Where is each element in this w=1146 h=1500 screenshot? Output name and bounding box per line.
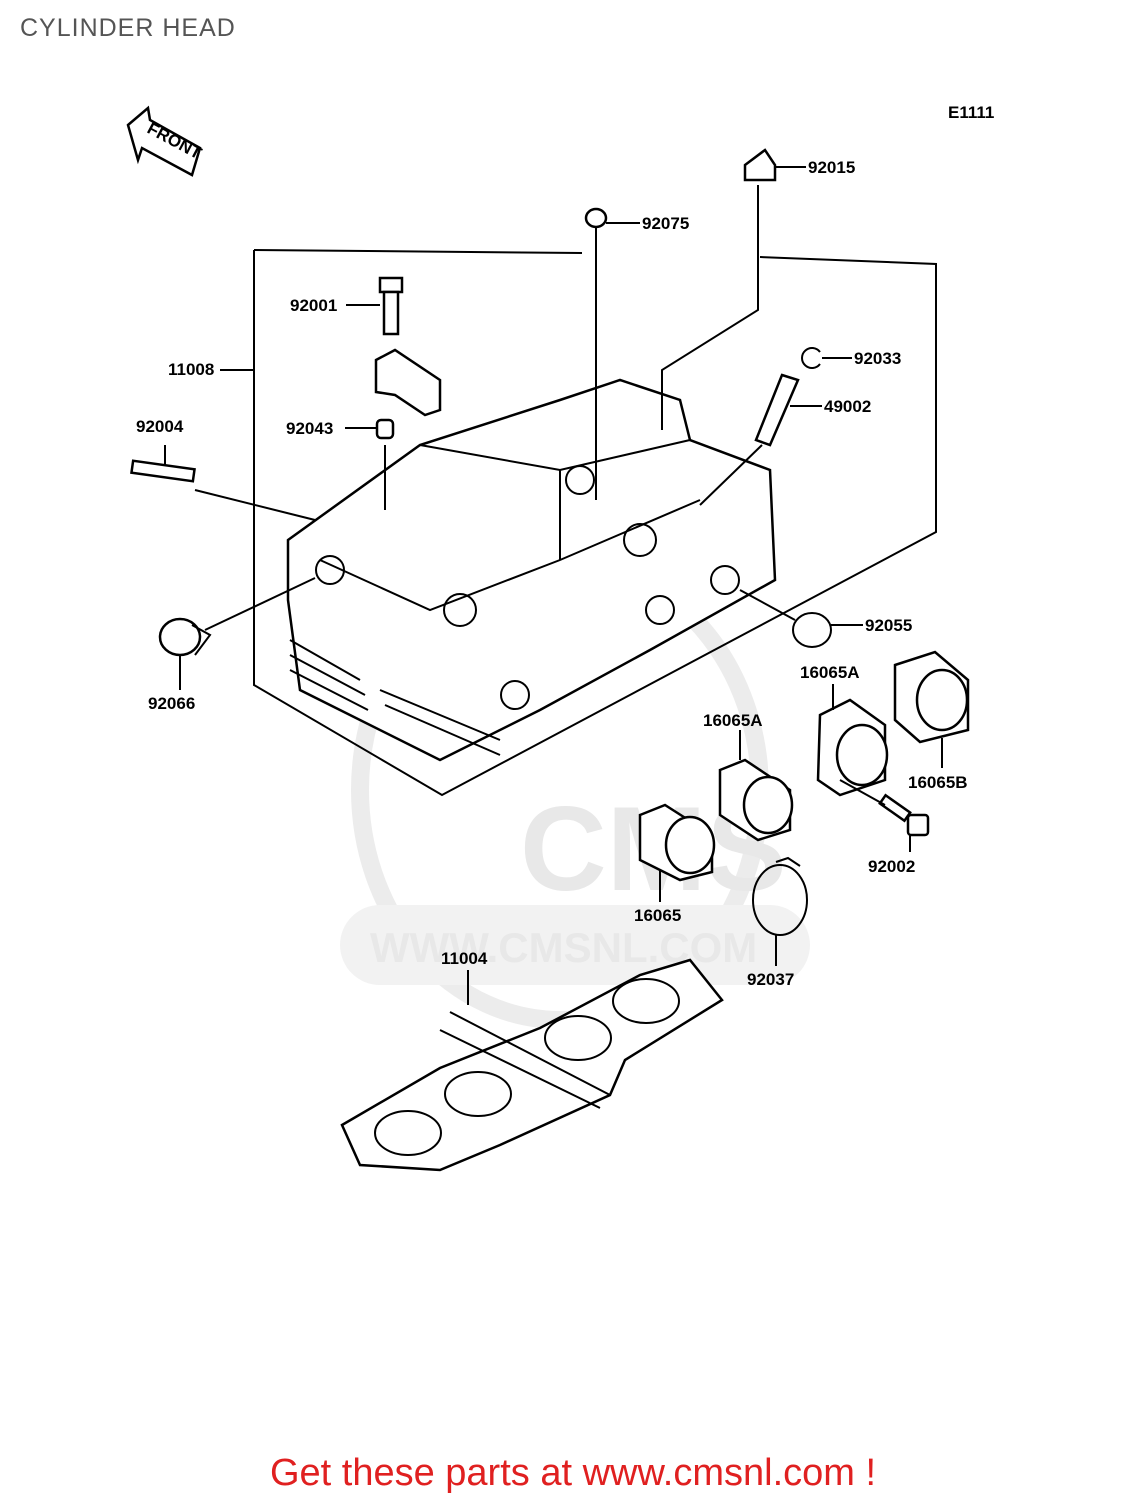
diagram-code: E1111 xyxy=(948,103,994,122)
page-title: CYLINDER HEAD xyxy=(20,14,236,42)
part-49002-guide xyxy=(699,373,822,506)
part-92033-clip xyxy=(801,347,852,369)
part-label-11008: 11008 xyxy=(168,360,214,379)
part-92055-oring xyxy=(739,589,863,648)
part-16065A-holder-2 xyxy=(718,730,794,842)
part-92004-stud xyxy=(130,445,316,521)
part-label-16065A-2: 16065A xyxy=(703,711,763,730)
part-label-92055: 92055 xyxy=(865,616,912,635)
assembly-bracket xyxy=(253,249,937,797)
front-arrow-icon: FRONT xyxy=(126,105,205,177)
part-92002-screw xyxy=(839,779,930,852)
part-label-92033: 92033 xyxy=(854,349,901,368)
part-label-92037: 92037 xyxy=(747,970,794,989)
part-label-92043: 92043 xyxy=(286,419,333,438)
cylinder-head-body xyxy=(286,378,777,762)
footer-link[interactable]: Get these parts at www.cmsnl.com ! xyxy=(269,1452,877,1494)
cylinder-head-diagram: CMS WWW.CMSNL.COM E1111 FRONT 92015 9 xyxy=(126,103,994,1172)
part-label-16065: 16065 xyxy=(634,906,681,925)
part-11004-head-gasket xyxy=(340,958,724,1172)
part-cam-cap xyxy=(374,348,442,417)
part-16065-holder xyxy=(638,803,716,902)
part-16065A-holder-1 xyxy=(816,684,889,797)
part-label-92001: 92001 xyxy=(290,296,337,315)
part-92001-bolt xyxy=(346,276,404,336)
part-label-92075: 92075 xyxy=(642,214,689,233)
part-label-92002: 92002 xyxy=(868,857,915,876)
part-label-92015: 92015 xyxy=(808,158,855,177)
part-92015-cap-nut xyxy=(661,148,806,430)
part-label-92066: 92066 xyxy=(148,694,195,713)
part-label-92004: 92004 xyxy=(136,417,184,436)
part-92043-dowel xyxy=(345,418,395,510)
part-16065B-holder xyxy=(893,650,970,768)
part-label-49002: 49002 xyxy=(824,397,871,416)
part-92066-plug xyxy=(158,577,316,690)
part-label-11004: 11004 xyxy=(441,949,488,968)
part-label-16065B: 16065B xyxy=(908,773,968,792)
part-92037-clamp xyxy=(752,856,808,966)
part-92075-dowel xyxy=(584,207,640,500)
part-label-16065A-1: 16065A xyxy=(800,663,860,682)
watermark-url: WWW.CMSNL.COM xyxy=(370,924,757,971)
